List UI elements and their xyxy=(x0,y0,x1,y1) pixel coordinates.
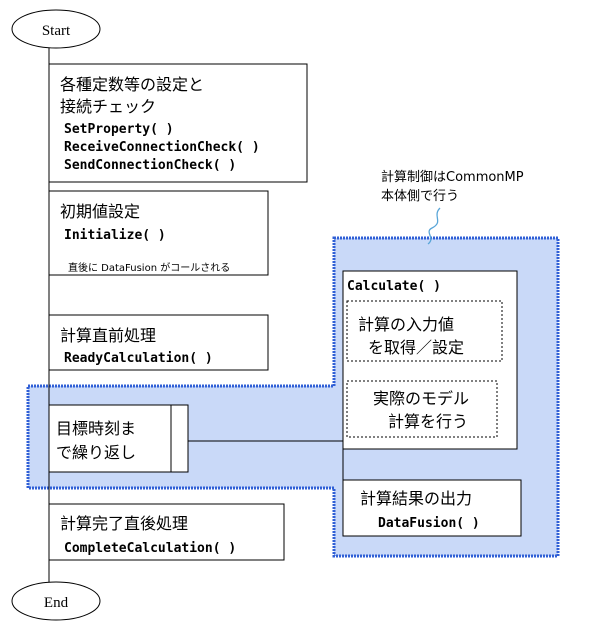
setup-line2: 接続チェック xyxy=(60,97,156,116)
ready-func: ReadyCalculation( ) xyxy=(64,351,213,366)
setup-box xyxy=(48,63,308,183)
output-box xyxy=(342,479,522,537)
setup-line1: 各種定数等の設定と xyxy=(60,75,204,94)
calc-model-subbox xyxy=(346,380,498,438)
loop-box xyxy=(48,404,189,473)
calc-input-line1: 計算の入力値 xyxy=(358,315,454,334)
setup-func-send: SendConnectionCheck( ) xyxy=(64,158,236,173)
init-func: Initialize( ) xyxy=(64,228,166,243)
calc-model-line2: 計算を行う xyxy=(388,412,468,431)
calc-input-subbox xyxy=(346,300,503,362)
start-label: Start xyxy=(42,23,71,39)
complete-title: 計算完了直後処理 xyxy=(60,514,188,533)
calc-input-line2: を取得／設定 xyxy=(368,338,464,357)
init-box xyxy=(48,190,269,276)
callout-line2: 本体側で行う xyxy=(381,189,459,204)
loop-line1: 目標時刻ま xyxy=(56,419,136,438)
end-terminal xyxy=(11,581,101,621)
setup-func-receive: ReceiveConnectionCheck( ) xyxy=(64,140,260,155)
init-title: 初期値設定 xyxy=(60,202,140,221)
ready-title: 計算直前処理 xyxy=(60,326,156,345)
calculate-func: Calculate( ) xyxy=(347,279,441,294)
start-terminal xyxy=(11,9,101,49)
end-label: End xyxy=(44,595,69,611)
calc-model-line1: 実際のモデル xyxy=(373,389,469,408)
setup-func-setproperty: SetProperty( ) xyxy=(64,122,174,137)
init-note: 直後に DataFusion がコールされる xyxy=(68,261,230,274)
complete-func: CompleteCalculation( ) xyxy=(64,541,236,556)
callout-line1: 計算制御はCommonMP xyxy=(381,169,524,185)
output-title: 計算結果の出力 xyxy=(360,489,472,508)
callout-squiggle xyxy=(427,207,441,245)
loop-line2: で繰り返し xyxy=(56,443,136,462)
output-func: DataFusion( ) xyxy=(378,516,480,531)
complete-box xyxy=(48,503,285,561)
ready-box xyxy=(48,314,269,371)
